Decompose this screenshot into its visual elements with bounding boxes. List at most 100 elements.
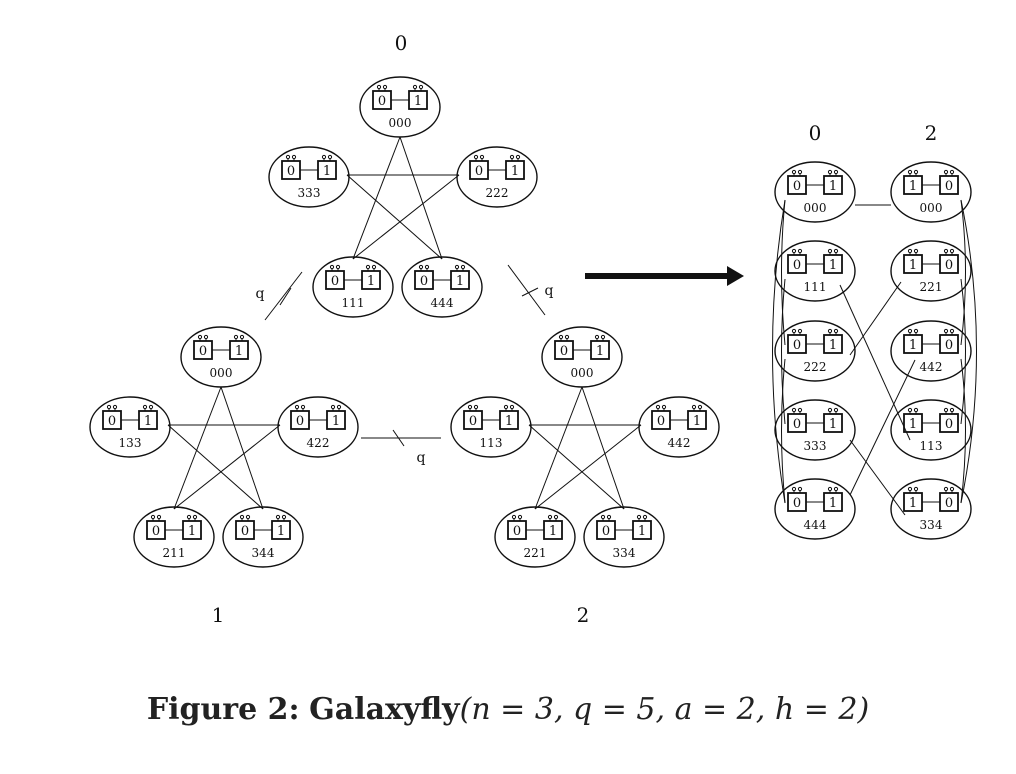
ear-icon: [156, 514, 162, 520]
ear-icon: [547, 514, 553, 520]
endpoint-right-value: 1: [323, 164, 331, 179]
ear-icon: [479, 154, 485, 160]
ear-icon: [142, 404, 148, 410]
endpoint-left-value: 0: [793, 496, 801, 511]
ear-icon: [335, 264, 341, 270]
ear-icon: [460, 264, 466, 270]
endpoint-right-value: 1: [549, 524, 557, 539]
ear-icon: [454, 264, 460, 270]
node-id: 113: [920, 439, 943, 453]
ear-icon: [943, 169, 949, 175]
endpoint-right-value: 1: [511, 164, 519, 179]
endpoint-left-value: 0: [513, 524, 521, 539]
ear-icon: [330, 404, 336, 410]
group-label: 2: [577, 603, 590, 627]
endpoint-left-value: 0: [199, 344, 207, 359]
endpoint-right-value: 1: [188, 524, 196, 539]
node-ellipse: [774, 478, 856, 540]
node-id: 344: [252, 546, 275, 560]
node-ellipse: [890, 399, 972, 461]
endpoint-right-value: 0: [945, 258, 953, 273]
ear-icon: [245, 514, 251, 520]
ear-icon: [509, 154, 515, 160]
endpoint-right-value: 1: [829, 496, 837, 511]
node-id: 334: [613, 546, 636, 560]
ear-icon: [424, 264, 430, 270]
intra-edge: [528, 424, 625, 510]
endpoint-left-value: 0: [287, 164, 295, 179]
ear-icon: [797, 486, 803, 492]
ear-icon: [907, 328, 913, 334]
endpoint-left-value: 0: [602, 524, 610, 539]
ear-icon: [418, 84, 424, 90]
ear-icon: [239, 514, 245, 520]
endpoint-right-value: 1: [367, 274, 375, 289]
ear-icon: [418, 264, 424, 270]
endpoint-left-value: 0: [469, 414, 477, 429]
cross-edge: [849, 439, 906, 516]
intra-edge: [173, 424, 281, 510]
inter-link-label: q: [545, 283, 554, 299]
endpoint-right-value: 1: [144, 414, 152, 429]
ear-icon: [636, 514, 642, 520]
curve-edge: [960, 199, 966, 346]
node-id: 221: [524, 546, 547, 560]
curve-edge: [960, 199, 977, 504]
ear-icon: [329, 264, 335, 270]
cross-edge: [849, 359, 916, 496]
endpoint-right-value: 1: [505, 414, 513, 429]
ear-icon: [503, 404, 509, 410]
node-ellipse: [268, 146, 350, 208]
ear-icon: [281, 514, 287, 520]
curve-edge: [781, 278, 786, 425]
node-id: 442: [920, 360, 943, 374]
ear-icon: [371, 264, 377, 270]
node-id: 111: [342, 296, 365, 310]
curve-edge: [781, 358, 786, 504]
ear-icon: [907, 169, 913, 175]
endpoint-left-value: 0: [241, 524, 249, 539]
ear-icon: [833, 407, 839, 413]
endpoint-left-value: 0: [420, 274, 428, 289]
curve-edge: [960, 278, 966, 425]
node-ellipse: [890, 240, 972, 302]
ear-icon: [943, 328, 949, 334]
endpoint-right-value: 1: [829, 417, 837, 432]
node-ellipse: [312, 256, 394, 318]
ear-icon: [797, 248, 803, 254]
endpoint-right-value: 1: [277, 524, 285, 539]
intra-edge: [352, 136, 401, 260]
ear-icon: [517, 514, 523, 520]
group-edges: [167, 386, 281, 510]
node-ellipse: [890, 161, 972, 223]
ear-icon: [285, 154, 291, 160]
endpoint-right-value: 1: [638, 524, 646, 539]
endpoint-left-value: 0: [793, 417, 801, 432]
ear-icon: [600, 514, 606, 520]
ear-icon: [655, 404, 661, 410]
node-ellipse: [638, 396, 720, 458]
group-edges: [346, 136, 460, 260]
node-id: 000: [210, 366, 233, 380]
ear-icon: [186, 514, 192, 520]
ear-icon: [907, 486, 913, 492]
inter-link-0-2: [507, 264, 546, 316]
endpoint-right-value: 1: [456, 274, 464, 289]
ear-icon: [327, 154, 333, 160]
endpoint-left-value: 0: [475, 164, 483, 179]
group-label: 1: [212, 603, 225, 627]
inter-link-label: q: [256, 286, 265, 302]
ear-icon: [473, 154, 479, 160]
node-id: 111: [804, 280, 827, 294]
